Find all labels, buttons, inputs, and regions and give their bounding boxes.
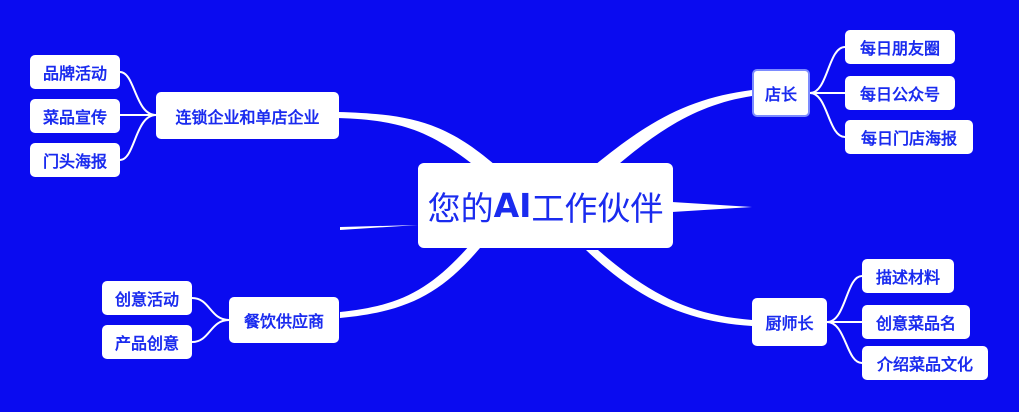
- central-topic-suffix: 工作伙伴: [531, 188, 664, 228]
- leaf-chef-1[interactable]: 描述材料: [862, 259, 954, 293]
- link-chef-1: [826, 275, 863, 323]
- link-center-chef: [586, 250, 752, 326]
- leaf-chain-3[interactable]: 门头海报: [30, 143, 120, 177]
- leaf-catering-1[interactable]: 创意活动: [102, 281, 192, 315]
- branch-chain[interactable]: 连锁企业和单店企业: [156, 92, 339, 139]
- branch-chef[interactable]: 厨师长: [752, 298, 827, 346]
- link-manager-1: [809, 46, 846, 94]
- link-center-manager: [595, 90, 752, 170]
- link-center-right-stub: [672, 202, 752, 212]
- link-chain-1: [119, 71, 157, 116]
- central-topic-highlight: AI: [493, 186, 532, 225]
- leaf-chef-2[interactable]: 创意菜品名: [862, 305, 970, 339]
- branch-manager[interactable]: 店长: [752, 69, 810, 117]
- leaf-manager-2[interactable]: 每日公众号: [845, 76, 955, 110]
- leaf-manager-1[interactable]: 每日朋友圈: [845, 30, 955, 64]
- branch-catering[interactable]: 餐饮供应商: [229, 297, 339, 343]
- link-center-left-stub: [340, 225, 418, 230]
- leaf-chef-3[interactable]: 介绍菜品文化: [862, 346, 988, 380]
- link-manager-3: [809, 92, 846, 138]
- link-catering-1: [191, 297, 230, 321]
- link-center-chain: [338, 112, 495, 170]
- leaf-manager-3[interactable]: 每日门店海报: [845, 120, 973, 154]
- central-topic-prefix: 您的: [427, 188, 494, 228]
- link-center-catering: [340, 245, 480, 318]
- link-catering-2: [191, 319, 230, 343]
- link-chef-3: [826, 321, 863, 364]
- link-chain-3: [119, 114, 157, 161]
- leaf-chain-2[interactable]: 菜品宣传: [30, 99, 120, 133]
- leaf-chain-1[interactable]: 品牌活动: [30, 55, 120, 89]
- leaf-catering-2[interactable]: 产品创意: [102, 325, 192, 359]
